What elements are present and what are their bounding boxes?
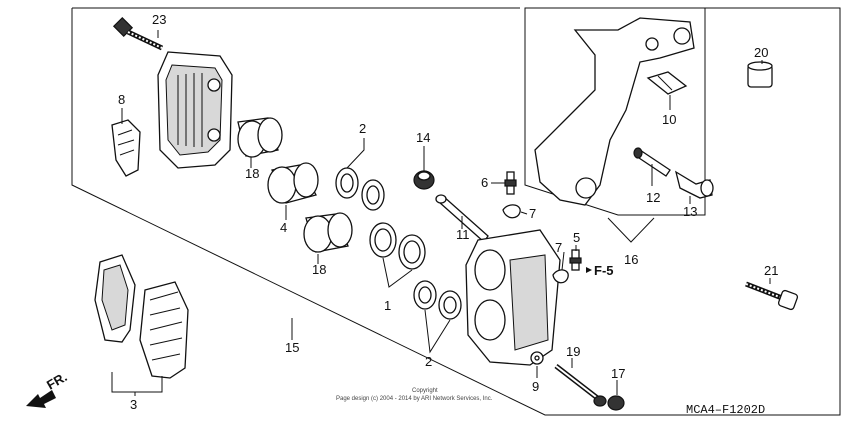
plug-17[interactable]: [607, 395, 625, 411]
callout-6: 6: [481, 175, 488, 190]
reference-label: F-5: [594, 263, 614, 278]
callout-8: 8: [118, 92, 125, 107]
bracket-frame: [524, 7, 706, 216]
callout-1: 1: [384, 298, 391, 313]
boot-13[interactable]: [674, 170, 714, 199]
assembly-outline: [71, 7, 841, 416]
callout-18-lower: 18: [312, 262, 326, 277]
caliper-housing[interactable]: [157, 51, 233, 169]
callout-14: 14: [416, 130, 430, 145]
retainer-clip-10[interactable]: [646, 71, 688, 95]
slide-pin-12[interactable]: [633, 147, 671, 177]
callout-17: 17: [611, 366, 625, 381]
callout-12: 12: [646, 190, 660, 205]
sleeve-18-upper[interactable]: [237, 117, 283, 158]
brake-pad-3-inner[interactable]: [139, 281, 189, 379]
sleeve-18-lower[interactable]: [303, 212, 353, 253]
washer-9[interactable]: [530, 351, 544, 365]
callout-3: 3: [130, 397, 137, 412]
callout-7-upper: 7: [529, 206, 536, 221]
leader-lines: [111, 30, 771, 396]
bolt-23[interactable]: [112, 16, 164, 51]
copyright-line-1: Copyright: [412, 388, 438, 394]
brake-pad-3-outer[interactable]: [94, 254, 136, 343]
callout-4: 4: [280, 220, 287, 235]
collar-20[interactable]: [747, 61, 773, 88]
piston-set-1[interactable]: [369, 222, 426, 270]
callout-11: 11: [456, 227, 470, 242]
drawing-code: MCA4–F1202D: [686, 403, 765, 417]
pad-pin-19[interactable]: [554, 364, 607, 407]
front-direction-label: FR.: [44, 369, 70, 392]
callout-2-lower: 2: [425, 354, 432, 369]
callout-21: 21: [764, 263, 778, 278]
caliper-body[interactable]: [465, 229, 561, 366]
bolt-21[interactable]: [745, 281, 799, 311]
caliper-bracket[interactable]: [534, 17, 695, 206]
sleeve-4[interactable]: [267, 162, 319, 204]
callout-10: 10: [662, 112, 676, 127]
copyright-line-2: Page design (c) 2004 - 2014 by ARI Netwo…: [336, 396, 493, 402]
pad-spring-8[interactable]: [111, 119, 141, 177]
seal-set-2-lower[interactable]: [413, 280, 462, 320]
bleeder-cap-7-lower[interactable]: [552, 269, 569, 284]
cap-14[interactable]: [413, 170, 435, 190]
callout-9: 9: [532, 379, 539, 394]
front-direction-arrow-icon: [26, 390, 56, 408]
bleeder-cap-7-upper[interactable]: [502, 204, 521, 219]
bleeder-6[interactable]: [504, 171, 517, 195]
callout-20: 20: [754, 45, 768, 60]
callout-19: 19: [566, 344, 580, 359]
callout-23: 23: [152, 12, 166, 27]
callout-7-lower: 7: [555, 240, 562, 255]
callout-15: 15: [285, 340, 299, 355]
callout-18-upper: 18: [245, 166, 259, 181]
reference-arrow-icon: [586, 267, 592, 273]
callout-5: 5: [573, 230, 580, 245]
bleeder-5[interactable]: [569, 249, 582, 271]
callout-16: 16: [624, 252, 638, 267]
seal-set-2-upper[interactable]: [335, 167, 385, 211]
callout-2-upper: 2: [359, 121, 366, 136]
callout-13: 13: [683, 204, 697, 219]
